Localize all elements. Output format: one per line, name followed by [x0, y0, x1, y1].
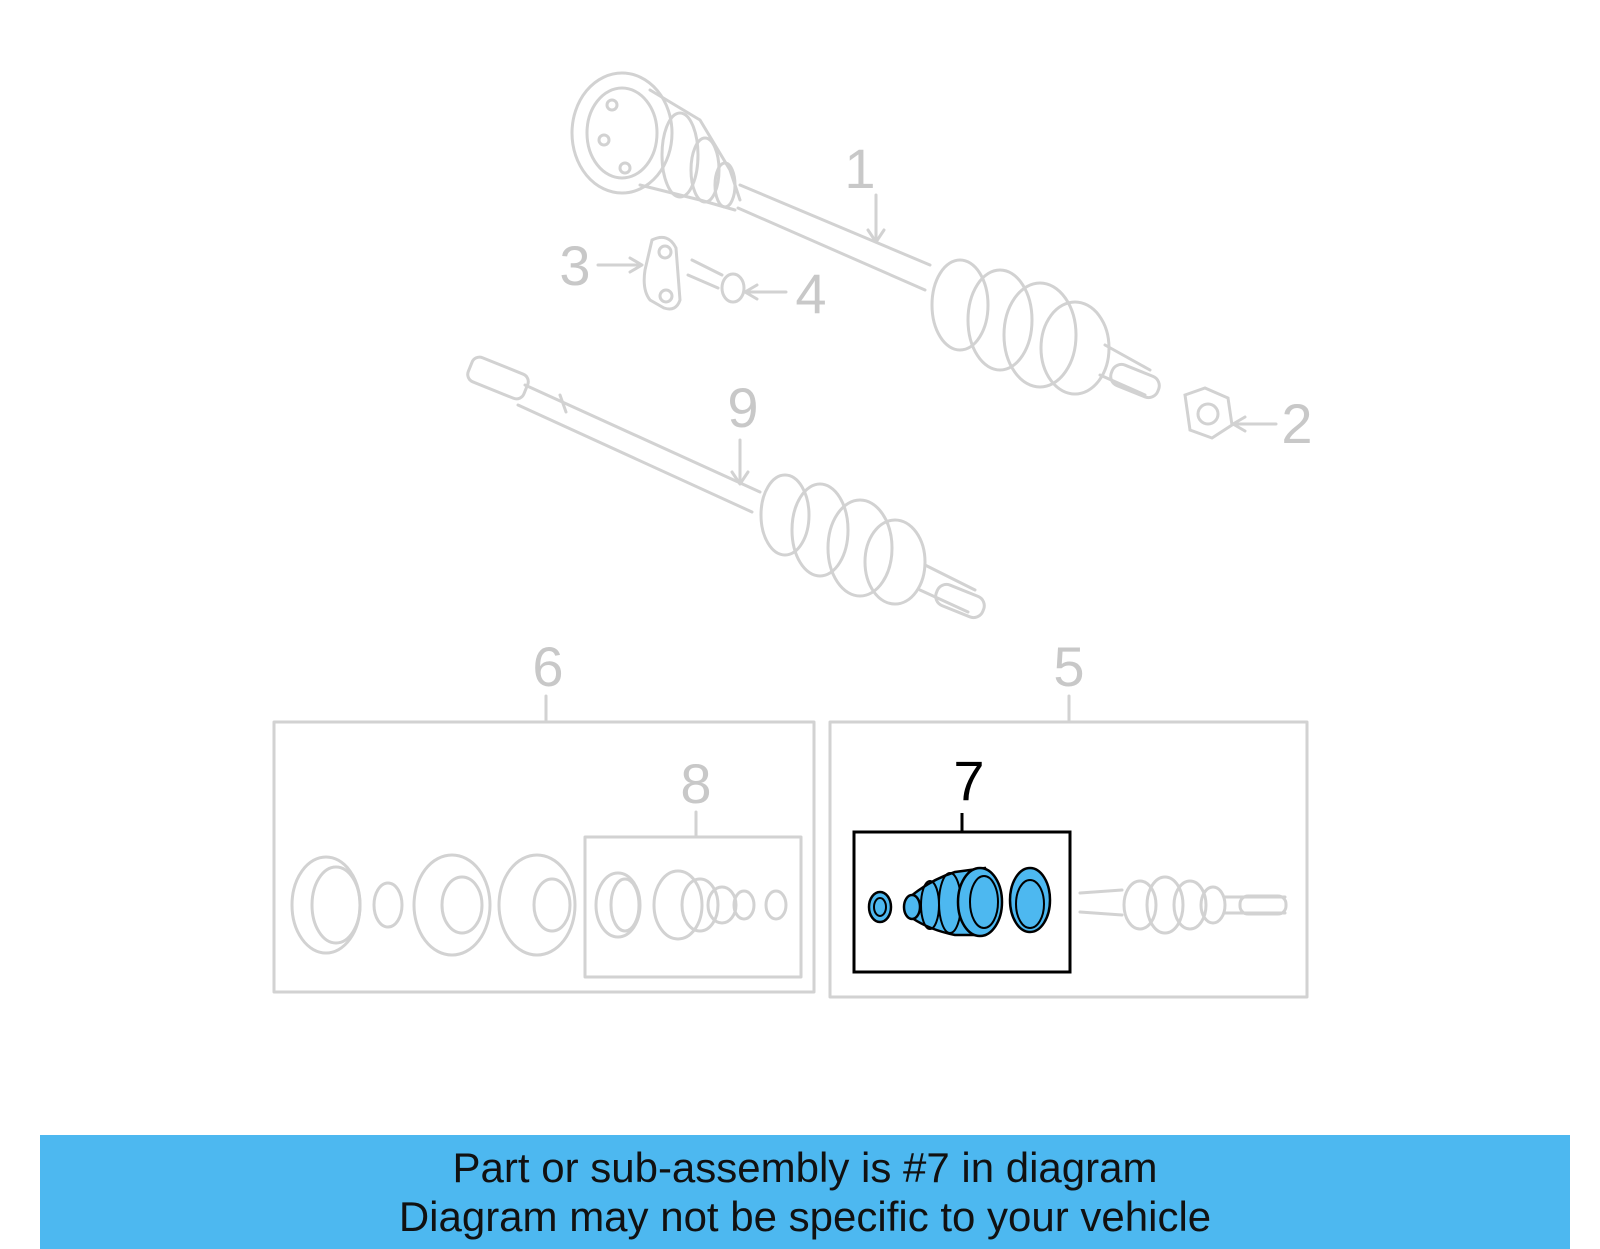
callout-2: 2 — [1281, 392, 1312, 455]
part-9-drive-shaft[interactable] — [465, 355, 987, 621]
callout-5: 5 — [1053, 635, 1084, 698]
part-8-components — [594, 869, 788, 941]
part-7-cv-boot-kit[interactable] — [867, 866, 1052, 938]
banner-line-2: Diagram may not be specific to your vehi… — [398, 1193, 1212, 1240]
callout-9: 9 — [727, 376, 758, 439]
part-6-components — [290, 853, 577, 957]
callout-6: 6 — [532, 635, 563, 698]
part-2-nut[interactable] — [1183, 386, 1234, 440]
callout-8: 8 — [680, 752, 711, 815]
part-3-bracket[interactable] — [642, 235, 682, 311]
part-8-boot-kit-box[interactable] — [583, 835, 803, 979]
callout-1: 1 — [844, 137, 875, 200]
callout-3: 3 — [559, 234, 590, 297]
banner-line-1: Part or sub-assembly is #7 in diagram — [452, 1144, 1158, 1191]
callout-7: 7 — [953, 749, 984, 812]
info-banner: Part or sub-assembly is #7 in diagram Di… — [40, 1135, 1570, 1249]
callout-4: 4 — [795, 262, 826, 325]
part-1-drive-shaft[interactable] — [570, 71, 1162, 401]
part-6-kit-box[interactable] — [272, 720, 816, 994]
part-5-kit-box[interactable] — [828, 720, 1309, 999]
part-4-bolt[interactable] — [686, 258, 746, 304]
part-5-shaft-end — [1078, 875, 1288, 935]
part-7-boot-kit-box[interactable] — [852, 830, 1072, 974]
